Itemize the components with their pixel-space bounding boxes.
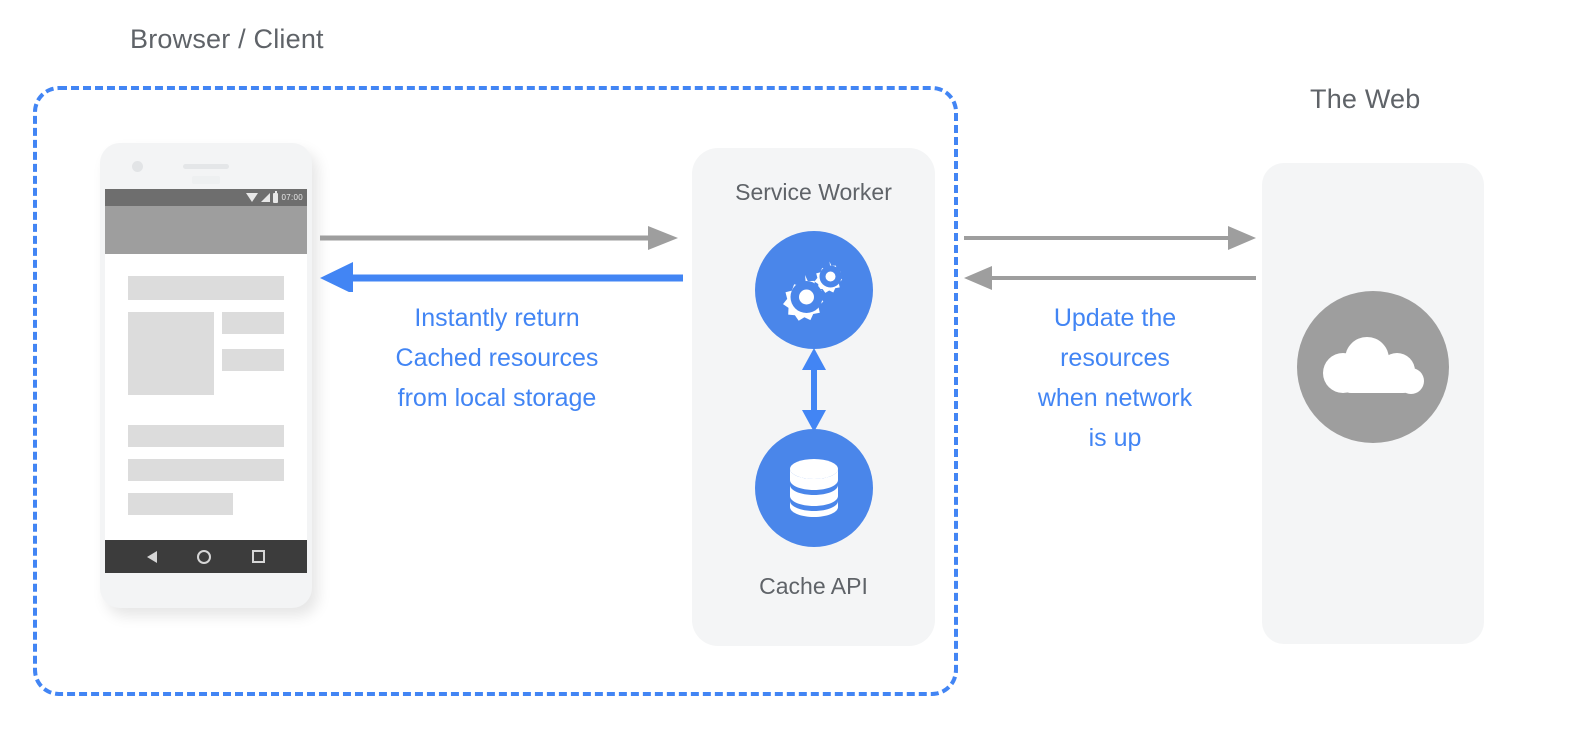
database-icon [754, 429, 873, 547]
cloud-icon [1297, 291, 1449, 443]
browser-client-label: Browser / Client [130, 24, 324, 54]
cached-response-caption: Instantly return Cached resources from l… [395, 304, 599, 412]
phone-brand-mark [192, 176, 220, 184]
signal-icon [261, 193, 271, 202]
network-update-caption: Update the resources when network is up [1037, 304, 1193, 452]
app-content-placeholders [105, 254, 307, 540]
status-bar-icons: 07:00 [246, 189, 303, 206]
status-bar: 07:00 [105, 189, 307, 206]
the-web-label: The Web [1310, 84, 1421, 114]
wifi-icon [246, 193, 259, 202]
service-worker-cache-sync-arrow [801, 348, 826, 432]
request-arrow-right [320, 226, 678, 250]
browser-boundary [33, 86, 958, 696]
phone-mockup: 07:00 [100, 143, 312, 608]
cache-api-title: Cache API [759, 573, 868, 599]
service-worker-web-arrows [964, 226, 1256, 290]
service-worker-title: Service Worker [735, 179, 892, 205]
service-worker-card: Service Worker [692, 148, 935, 646]
placeholder-block [222, 349, 284, 371]
placeholder-block [128, 425, 284, 447]
placeholder-block [128, 276, 284, 300]
status-bar-time: 07:00 [281, 193, 303, 202]
home-icon[interactable] [197, 549, 212, 564]
app-toolbar [105, 206, 307, 254]
phone-camera-icon [132, 161, 143, 172]
recents-icon[interactable] [251, 550, 265, 563]
network-response-arrow-left [964, 266, 1256, 290]
battery-icon [273, 190, 279, 203]
phone-service-worker-arrows [320, 226, 683, 292]
phone-screen: 07:00 [105, 189, 307, 573]
network-request-arrow-right [964, 226, 1256, 250]
android-nav-bar [105, 540, 307, 573]
placeholder-image [128, 312, 214, 395]
placeholder-group [128, 312, 284, 395]
gears-icon [754, 231, 873, 349]
placeholder-block [128, 459, 284, 481]
cached-response-arrow-left [320, 262, 683, 292]
placeholder-side-group [222, 312, 284, 395]
web-panel [1262, 163, 1484, 644]
back-icon[interactable] [147, 550, 158, 563]
phone-speaker [183, 164, 229, 169]
placeholder-block [222, 312, 284, 334]
placeholder-block [128, 493, 233, 515]
